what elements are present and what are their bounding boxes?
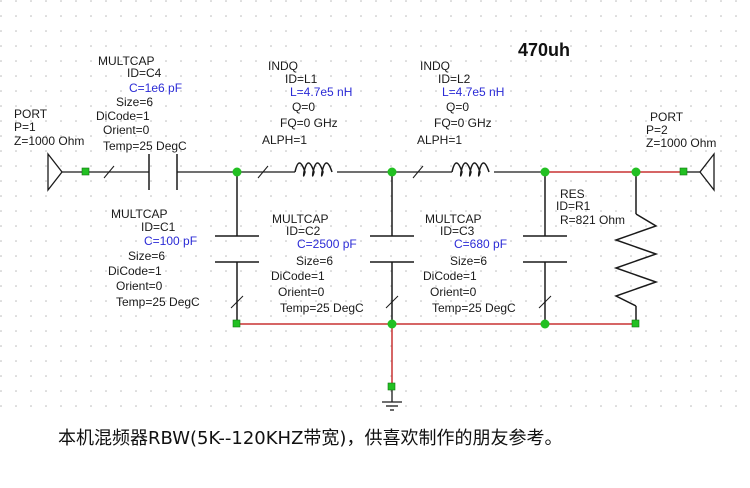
port2-impedance: Z=1000 Ohm [646,136,717,150]
node-l1-l2 [387,167,397,177]
pin-c1-ground [232,319,241,328]
c3-orient: Orient=0 [430,285,477,299]
l2-inductance: L=4.7e5 nH [442,85,505,99]
l2-q: Q=0 [446,100,470,114]
c3-id: ID=C3 [440,224,475,238]
junction-nodes [232,167,641,329]
caption-text: 本机混频器RBW(5K--120KHZ带宽)，供喜欢制作的朋友参考。 [58,428,563,449]
c3-size: Size=6 [450,254,488,268]
c1-dicode: DiCode=1 [108,264,162,278]
c4-capacitance: C=1e6 pF [129,81,183,95]
node-r1-top [631,167,641,177]
port1-id: P=1 [14,120,36,134]
c4-dicode: DiCode=1 [96,109,150,123]
c2-id: ID=C2 [286,224,321,238]
node-ground-c2 [387,319,397,329]
port1-impedance: Z=1000 Ohm [14,134,85,148]
l1-alph: ALPH=1 [262,133,308,147]
c3-capacitance: C=680 pF [454,237,508,251]
c4-temp: Temp=25 DegC [103,139,187,153]
c2-orient: Orient=0 [278,285,325,299]
pin-ground [387,382,396,391]
port2-id: P=2 [646,123,668,137]
capacitor-c4 [103,154,178,190]
l1-q: Q=0 [292,100,316,114]
c2-temp: Temp=25 DegC [280,301,364,315]
node-c4-c1 [232,167,242,177]
c3-dicode: DiCode=1 [423,269,477,283]
ground-symbol [382,390,402,411]
c3-temp: Temp=25 DegC [432,301,516,315]
c1-size: Size=6 [128,249,166,263]
r1-type: RES [560,187,585,201]
l2-id: ID=L2 [438,72,471,86]
c1-id: ID=C1 [141,220,176,234]
capacitor-c2 [370,172,414,324]
pin-port1 [81,167,90,176]
node-ground-c3 [540,319,550,329]
capacitor-c3 [523,172,567,324]
pin-markers [81,167,688,391]
c2-capacitance: C=2500 pF [297,237,357,251]
pin-port2 [679,167,688,176]
l1-type: INDQ [268,59,298,73]
r1-id: ID=R1 [556,199,591,213]
c1-orient: Orient=0 [116,279,163,293]
c4-size: Size=6 [116,95,154,109]
r1-resistance: R=821 Ohm [560,213,626,227]
c4-type: MULTCAP [98,54,155,68]
c1-temp: Temp=25 DegC [116,295,200,309]
l1-id: ID=L1 [285,72,318,86]
inductor-l1 [257,162,333,179]
node-l2-c3 [540,167,550,177]
port1-type: PORT [14,107,48,121]
capacitor-c1 [215,172,259,324]
port2-type: PORT [650,110,684,124]
pin-r1-ground [631,319,640,328]
c1-type: MULTCAP [111,207,168,221]
c3-type: MULTCAP [425,212,482,226]
c2-type: MULTCAP [272,212,329,226]
c4-id: ID=C4 [127,66,162,80]
c4-orient: Orient=0 [103,123,150,137]
l2-alph: ALPH=1 [417,133,463,147]
grid-background [0,0,750,408]
l1-inductance: L=4.7e5 nH [290,85,353,99]
l1-fq: FQ=0 GHz [280,116,338,130]
inductor-l2 [412,162,490,179]
l2-fq: FQ=0 GHz [434,116,492,130]
c1-capacitance: C=100 pF [144,234,198,248]
inductance-annotation: 470uh [518,40,571,60]
l2-type: INDQ [420,59,450,73]
c2-size: Size=6 [296,254,334,268]
c2-dicode: DiCode=1 [271,269,325,283]
